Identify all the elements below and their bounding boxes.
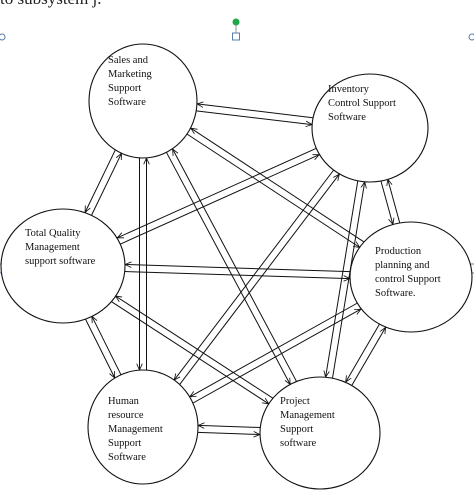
arrow-tqm-to-inventory	[119, 154, 319, 245]
text-fragment: to subsystem j.	[0, 0, 102, 9]
arrow-production-to-inventory	[388, 179, 401, 223]
arrow-project-to-sales	[173, 149, 297, 382]
arrow-production-to-hr	[190, 302, 358, 397]
node-tqm-label: Total Quality Management support softwar…	[25, 228, 96, 267]
arrow-sales-to-project	[165, 152, 290, 384]
node-sales-circle	[88, 43, 198, 159]
node-hr-label: Human resource Management Support Softwa…	[108, 396, 165, 463]
resize-handle-top-right[interactable]	[468, 33, 474, 41]
arrow-hr-to-inventory	[179, 174, 339, 385]
arrow-tqm-to-project	[111, 301, 269, 404]
node-inventory[interactable]: Inventory Control Support Software	[311, 73, 429, 183]
arrow-sales-to-production	[186, 133, 360, 248]
arrow-project-to-production	[351, 327, 386, 386]
subsystem-nodes: Sales and Marketing Support Software Inv…	[0, 43, 473, 490]
arrow-hr-to-project	[197, 432, 260, 434]
arrow-production-to-project	[346, 323, 381, 382]
arrow-inventory-to-production	[380, 181, 393, 224]
arrow-project-to-tqm	[116, 296, 273, 399]
node-sales[interactable]: Sales and Marketing Support Software	[88, 43, 198, 159]
connection-arrows	[85, 104, 401, 435]
arrow-sales-to-tqm	[85, 149, 116, 212]
arrow-inventory-to-hr	[174, 169, 335, 380]
node-hr-circle	[87, 369, 199, 485]
arrow-inventory-to-tqm	[117, 147, 317, 239]
arrow-inventory-to-project	[326, 180, 359, 377]
arrow-tqm-to-sales	[90, 153, 121, 216]
node-inventory-label: Inventory Control Support Software	[328, 84, 399, 123]
arrow-inventory-to-sales	[197, 104, 313, 119]
arrow-hr-to-production	[192, 309, 361, 404]
node-production-circle	[349, 221, 473, 333]
rotate-handle[interactable]	[232, 18, 240, 26]
resize-handle-top-left[interactable]	[0, 33, 6, 41]
arrow-project-to-hr	[198, 425, 261, 427]
node-tqm[interactable]: Total Quality Management support softwar…	[0, 208, 126, 324]
node-production-label: Production planning and control Support …	[375, 246, 443, 299]
node-hr[interactable]: Human resource Management Support Softwa…	[87, 369, 199, 485]
node-project-label: Project Management Support software	[280, 396, 337, 449]
node-production[interactable]: Production planning and control Support …	[349, 221, 473, 333]
node-sales-label: Sales and Marketing Support Software	[108, 55, 154, 108]
arrow-tqm-to-hr	[85, 319, 115, 378]
arrow-tqm-to-production	[124, 271, 350, 279]
node-project-circle	[259, 376, 381, 490]
node-project[interactable]: Project Management Support software	[259, 376, 381, 490]
resize-handle-top[interactable]	[232, 32, 240, 41]
arrow-sales-to-inventory	[196, 110, 312, 125]
arrow-production-to-sales	[191, 128, 364, 243]
node-inventory-circle	[311, 73, 429, 183]
node-tqm-circle	[0, 208, 126, 324]
arrow-production-to-tqm	[125, 265, 351, 273]
arrow-hr-to-tqm	[92, 316, 122, 376]
